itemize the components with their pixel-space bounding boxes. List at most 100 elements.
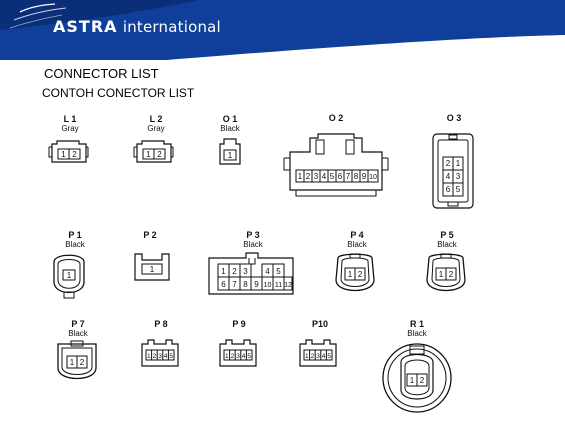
pin-label: 6: [338, 172, 343, 181]
pin-label: 3: [456, 172, 461, 181]
pin-label: 12: [284, 282, 292, 289]
pin-label: 2: [446, 159, 451, 168]
connector-p10-diagram: 1 2 3 4 5: [299, 339, 337, 367]
connector-o3-diagram: 2 1 4 3 6 5: [432, 133, 474, 209]
connector-p8-label: P 8: [146, 320, 176, 329]
connector-code: P 7: [71, 319, 85, 329]
pin-label: 2: [72, 150, 77, 159]
connector-code: L 1: [63, 114, 77, 124]
connector-p3-diagram: 1 2 3 4 5 6 7 8 9 10 11 12: [208, 252, 294, 295]
connector-code: P 9: [232, 319, 246, 329]
pin-label: 4: [164, 353, 168, 360]
connector-p2-label: P 2: [135, 231, 165, 240]
connector-color: Gray: [61, 124, 79, 133]
connector-color: Black: [407, 329, 427, 338]
pin-label: 1: [146, 150, 151, 159]
pin-label: 7: [346, 172, 351, 181]
pin-label: 2: [231, 353, 235, 360]
connector-o3-label: O 3: [439, 114, 469, 123]
pin-label: 2: [420, 376, 425, 385]
connector-code: P 5: [440, 230, 454, 240]
connector-p5-diagram: 1 2: [426, 253, 466, 292]
connector-p5-label: P 5 Black: [430, 230, 464, 250]
connector-p2-diagram: 1: [134, 253, 170, 281]
connector-p7-label: P 7 Black: [61, 319, 95, 339]
connector-p4-diagram: 1 2: [335, 253, 375, 292]
pin-label: 5: [169, 353, 173, 360]
pin-label: 3: [236, 353, 240, 360]
connector-p9-diagram: 1 2 3 4 5: [219, 339, 257, 367]
connector-color: Gray: [147, 124, 165, 133]
connector-code: P10: [311, 319, 328, 329]
connector-code: P 4: [350, 230, 364, 240]
pin-label: 10: [369, 174, 377, 181]
connector-p1-label: P 1 Black: [58, 231, 92, 250]
pin-label: 4: [242, 353, 246, 360]
connector-color: Black: [243, 240, 263, 249]
connector-p7-diagram: 1 2: [57, 340, 97, 380]
connector-code: O 3: [446, 113, 462, 123]
pin-label: 9: [254, 280, 259, 289]
pin-label: 9: [362, 172, 367, 181]
page-subtitle: CONTOH CONECTOR LIST: [42, 86, 195, 100]
pin-label: 10: [264, 282, 272, 289]
pin-label: 2: [80, 358, 85, 367]
connector-o2-diagram: 1 2 3 4 5 6 7 8 9 10: [283, 133, 389, 197]
pin-label: 1: [456, 159, 461, 168]
connector-code: L 2: [149, 114, 163, 124]
connector-p4-label: P 4 Black: [340, 230, 374, 250]
pin-row: [295, 169, 379, 183]
connector-code: O 1: [222, 114, 238, 124]
connector-code: R 1: [409, 319, 424, 329]
pin-label: 6: [221, 280, 226, 289]
header-banner: [0, 0, 565, 60]
pin-label: 2: [358, 270, 363, 279]
pin-label: 2: [311, 353, 315, 360]
pin-label: 2: [157, 150, 162, 159]
pin-label: 2: [306, 172, 311, 181]
connector-code: P 2: [143, 230, 157, 240]
pin-label: 6: [446, 185, 451, 194]
connector-code: P 3: [246, 230, 260, 240]
connector-p1-diagram: 1: [53, 254, 85, 299]
pin-label: 3: [316, 353, 320, 360]
pin-label: 1: [225, 353, 229, 360]
pin-label: 1: [410, 376, 415, 385]
connector-p10-label: P10: [305, 320, 335, 329]
pin-label: 3: [158, 353, 162, 360]
pin-label: 1: [150, 265, 155, 274]
connector-r1-label: R 1 Black: [400, 319, 434, 339]
page-title: CONNECTOR LIST: [44, 66, 159, 81]
connector-o2-label: O 2: [321, 114, 351, 123]
pin-label: 1: [348, 270, 353, 279]
connector-l2-label: L 2 Gray: [141, 114, 171, 134]
pin-label: 5: [327, 353, 331, 360]
brand-light: international: [122, 18, 221, 36]
connector-l2-diagram: 1 2: [133, 140, 174, 163]
pin-label: 1: [221, 267, 226, 276]
pin-label: 1: [70, 358, 75, 367]
connector-r1-diagram: 1 2: [382, 343, 452, 413]
connector-code: O 2: [328, 113, 344, 123]
pin-label: 5: [456, 185, 461, 194]
connector-color: Black: [437, 240, 457, 249]
connector-color: Black: [220, 124, 240, 133]
connector-color: Black: [68, 329, 88, 338]
pin-label: 4: [446, 172, 451, 181]
pin-label: 5: [276, 267, 281, 276]
connector-o1-label: O 1 Black: [213, 114, 247, 134]
pin-label: 1: [439, 270, 444, 279]
pin-label: 11: [275, 282, 282, 289]
pin-label: 8: [243, 280, 248, 289]
pin-label: 4: [265, 267, 270, 276]
pin-label: 8: [354, 172, 359, 181]
connector-l1-diagram: 1 2: [48, 140, 89, 163]
pin-label: 1: [228, 151, 233, 160]
connector-color: Black: [65, 240, 85, 249]
connector-p9-label: P 9: [224, 320, 254, 329]
pin-label: 2: [153, 353, 157, 360]
pin-label: 1: [298, 172, 303, 181]
pin-label: 5: [247, 353, 251, 360]
pin-label: 5: [330, 172, 335, 181]
connector-p8-diagram: 1 2 3 4 5: [141, 339, 179, 367]
